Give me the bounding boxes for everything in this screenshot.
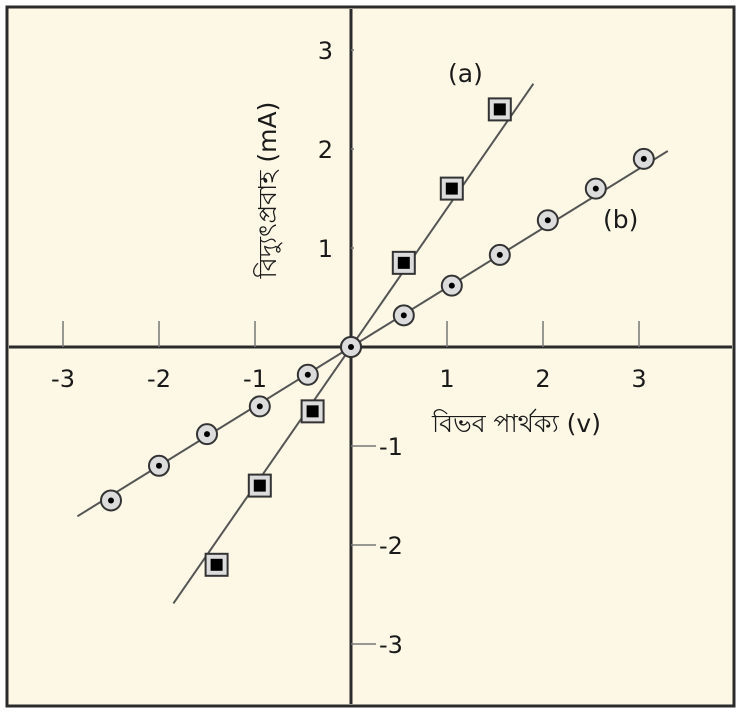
x-tick-label: -2: [147, 365, 171, 393]
chart-frame: [5, 5, 736, 708]
marker-circle-center: [496, 251, 503, 258]
marker-square-center: [493, 103, 506, 116]
data-point-b: [196, 423, 218, 446]
markers: [100, 97, 655, 577]
y-tick-label: -1: [379, 433, 403, 461]
x-axis-title: বিভব পার্থক্য (v): [431, 409, 601, 438]
data-point-a: [204, 552, 229, 577]
data-point-b: [392, 304, 415, 327]
y-tick-label: 3: [318, 37, 333, 65]
marker-square-center: [210, 558, 223, 571]
data-point-b: [340, 336, 362, 358]
series-label-b: (b): [603, 205, 638, 234]
marker-circle-center: [348, 344, 354, 350]
x-tick-label: 1: [439, 365, 454, 393]
ticks: -3 -2 -1 1 2 3 3 2 1 -1 -2 -3: [51, 37, 647, 659]
marker-square-center: [253, 479, 266, 492]
marker-square-center: [306, 405, 319, 418]
data-point-b: [148, 454, 170, 477]
marker-square-center: [445, 182, 458, 195]
marker-circle-center: [108, 497, 114, 504]
y-tick-label: -2: [379, 532, 403, 560]
series-line-b: [76, 150, 669, 518]
data-point-b: [584, 177, 607, 200]
marker-circle-center: [400, 312, 407, 319]
series-label-a: (a): [448, 59, 483, 88]
x-tick-label: 3: [631, 365, 646, 393]
marker-circle-center: [156, 462, 162, 469]
marker-circle-center: [544, 217, 551, 224]
data-point-b: [296, 363, 319, 386]
data-point-b: [488, 243, 511, 266]
marker-circle-center: [204, 431, 210, 438]
marker-circle-center: [304, 371, 311, 378]
marker-square-center: [397, 256, 410, 269]
data-point-a: [487, 97, 512, 122]
data-point-b: [632, 147, 655, 170]
marker-circle-center: [640, 155, 647, 162]
data-point-a: [247, 473, 272, 498]
data-point-b: [536, 209, 559, 232]
marker-circle-center: [448, 282, 455, 289]
data-point-b: [248, 395, 271, 418]
data-point-a: [439, 176, 464, 201]
data-point-b: [100, 489, 122, 512]
data-point-b: [440, 274, 463, 297]
data-point-a: [391, 250, 416, 275]
y-tick-label: 1: [318, 235, 333, 263]
marker-circle-center: [256, 403, 263, 410]
x-tick-label: -1: [243, 365, 267, 393]
marker-circle-center: [592, 185, 599, 192]
y-tick-label: 2: [318, 136, 333, 164]
x-tick-label: -3: [51, 365, 75, 393]
x-tick-label: 2: [535, 365, 550, 393]
y-axis-title: বিদ্যুৎপ্রবাহ (mA): [253, 102, 283, 280]
data-point-a: [300, 399, 325, 424]
y-tick-label: -3: [379, 631, 403, 659]
